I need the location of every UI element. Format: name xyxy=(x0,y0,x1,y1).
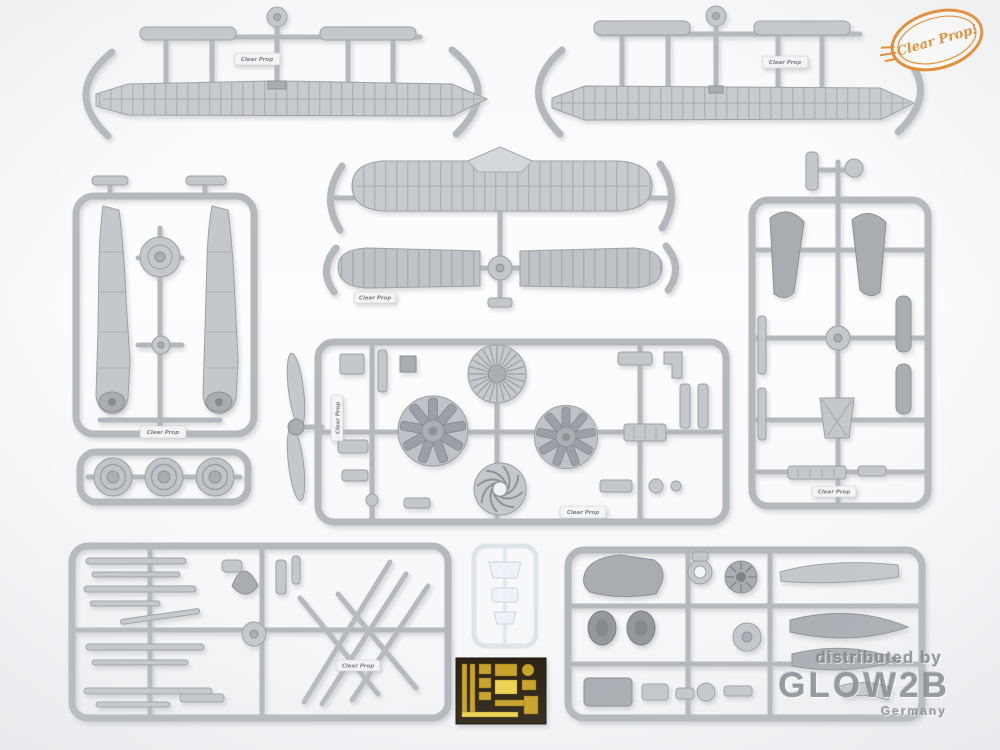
panel-part xyxy=(583,677,633,707)
aileron-part xyxy=(753,20,851,36)
aileron-part xyxy=(139,26,237,41)
cowl-side-part xyxy=(769,211,805,298)
fuselage-half-part xyxy=(95,205,131,415)
sprue-tag: Clear Prop xyxy=(330,394,344,442)
wheel-part xyxy=(195,457,235,497)
sprue-center-wings: Clear Prop xyxy=(323,146,679,308)
photo-etch-fret xyxy=(455,657,547,725)
tire-part xyxy=(626,610,656,646)
sprue-wheels xyxy=(76,448,252,506)
cowl-panel-part xyxy=(583,554,664,598)
sprue-tag: Clear Prop xyxy=(335,659,381,672)
sprue-tag: Clear Prop xyxy=(559,505,607,519)
finned-disc-part xyxy=(468,345,526,403)
small-parts xyxy=(641,682,893,702)
sprue-engine-details: Clear Prop Clear Prop xyxy=(286,338,730,526)
sprue-struts: Clear Prop xyxy=(68,542,452,722)
float-part xyxy=(895,295,912,353)
wing-icon xyxy=(879,46,898,63)
radial-engine-part xyxy=(398,396,468,466)
windshield-part xyxy=(488,561,522,579)
wing-panel-part xyxy=(337,247,481,289)
small-parts xyxy=(337,349,709,509)
sprue-tag: Clear Prop xyxy=(233,52,281,66)
fuel-tank-part xyxy=(789,612,910,639)
photo-etch-parts xyxy=(461,663,539,718)
stabilizer-part xyxy=(779,562,900,584)
fuselage-half-part xyxy=(202,205,239,415)
window-part xyxy=(491,587,519,603)
gear-part xyxy=(724,560,758,594)
cowl-side-part xyxy=(851,213,887,296)
sprue-tag: Clear Prop xyxy=(761,55,809,69)
fin-part xyxy=(231,570,259,595)
svg-text:Clear Prop: Clear Prop xyxy=(818,490,850,496)
svg-text:Clear Prop: Clear Prop xyxy=(342,664,374,670)
cowl-iris-part xyxy=(474,463,526,515)
aileron-part xyxy=(593,20,691,36)
sprue-tag: Clear Prop xyxy=(353,291,397,304)
sprue-bottom-right xyxy=(564,546,926,722)
svg-text:Clear Prop: Clear Prop xyxy=(147,430,179,436)
aileron-part xyxy=(319,26,417,41)
sprue-fuselage: Clear Prop xyxy=(72,175,258,439)
propeller-part xyxy=(286,352,306,502)
float-part xyxy=(895,363,912,415)
sprue-tag: Clear Prop xyxy=(139,425,187,439)
engine-mount-part xyxy=(819,397,855,439)
sprue-upper-wing: Clear Prop xyxy=(82,6,489,140)
radial-engine-part xyxy=(535,406,598,469)
svg-text:Clear Prop: Clear Prop xyxy=(241,57,273,63)
fuel-tank-part xyxy=(791,647,902,671)
windshield-part xyxy=(493,611,517,625)
brand-logo: Clear Prop! xyxy=(879,8,984,72)
svg-text:Clear Prop: Clear Prop xyxy=(769,60,801,66)
tire-part xyxy=(587,610,617,646)
svg-text:Clear Prop: Clear Prop xyxy=(336,402,342,434)
top-wing-center-part xyxy=(351,146,653,212)
sprue-lower-wing: Clear Prop xyxy=(535,5,924,138)
strut-parts xyxy=(83,555,431,708)
sprue-right-details: Clear Prop xyxy=(748,151,932,510)
svg-text:Clear Prop: Clear Prop xyxy=(567,510,599,516)
sprue-tag: Clear Prop xyxy=(811,485,857,498)
wing-panel-part xyxy=(519,247,663,289)
wheel-part xyxy=(93,457,133,497)
sprue-clear-parts xyxy=(471,543,539,649)
svg-text:Clear Prop: Clear Prop xyxy=(359,296,391,302)
wheel-part xyxy=(144,457,184,497)
